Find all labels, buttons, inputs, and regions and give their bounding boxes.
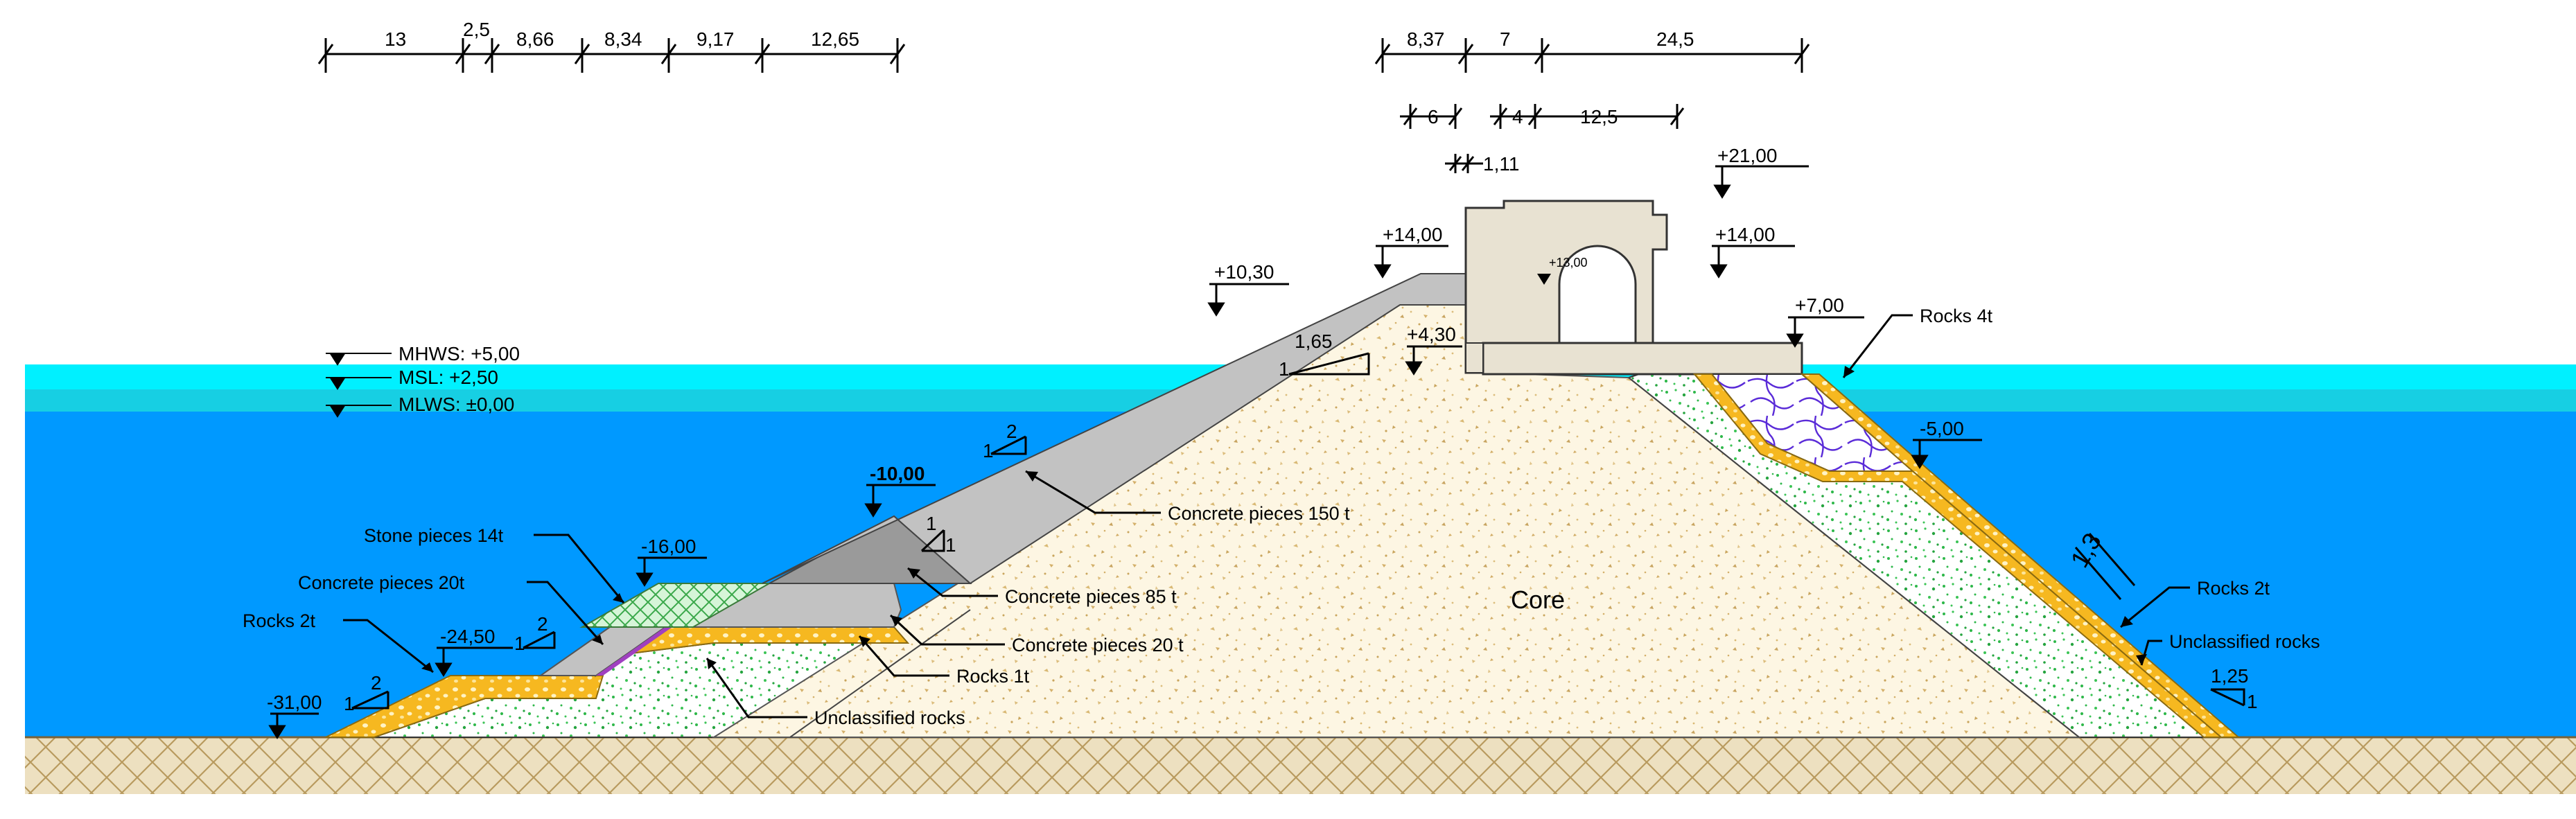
elev-minus-31: -31,00 <box>267 692 322 713</box>
elev-minus-5: -5,00 <box>1920 418 1964 439</box>
level-mlws: MLWS: ±0,00 <box>398 394 514 415</box>
dimension-chain-right <box>1374 38 1810 73</box>
dim-crown-2: 4 <box>1512 106 1523 127</box>
slope-lee-rise: 1 <box>2247 691 2258 712</box>
dim-left-5: 9,17 <box>696 28 735 50</box>
dim-left-3: 8,66 <box>516 28 554 50</box>
elev-plus-14-left: +14,00 <box>1383 224 1442 245</box>
elevation-markers <box>268 165 1982 739</box>
thickness-dimension <box>2074 533 2136 600</box>
dim-crown-small: 1,11 <box>1483 153 1519 175</box>
dim-crown-1: 6 <box>1428 106 1439 127</box>
label-concrete-85: Concrete pieces 85 t <box>1005 586 1177 607</box>
underlayer-line-2 <box>1628 377 2080 738</box>
slope-triangles <box>351 352 2245 710</box>
elev-minus-24-50: -24,50 <box>440 626 495 647</box>
slope-toe-run: 2 <box>371 672 382 694</box>
label-rocks-2t-right: Rocks 2t <box>2197 578 2270 599</box>
leader-arrowheads <box>421 366 2147 672</box>
elev-minus-16: -16,00 <box>641 536 696 557</box>
elevation-13-marker <box>1537 274 1551 285</box>
slope-berm-rise: 1 <box>514 633 525 654</box>
slope-mid-rise: 1 <box>983 440 994 461</box>
dim-left-6: 12,65 <box>811 28 859 50</box>
elev-plus-4-30: +4,30 <box>1407 324 1456 345</box>
dim-right-3: 24,5 <box>1656 28 1694 50</box>
dim-right-1: 8,37 <box>1407 28 1445 50</box>
slope-toe-rise: 1 <box>344 693 355 714</box>
slope-lee-run: 1,25 <box>2211 665 2249 687</box>
label-concrete-20-right: Concrete pieces 20 t <box>1012 635 1184 655</box>
rocks-2t-right-outer <box>1800 373 2241 738</box>
slope-upper-rise: 1 <box>1279 358 1290 380</box>
label-rocks-2t-left: Rocks 2t <box>243 610 316 631</box>
elev-plus-10-30: +10,30 <box>1214 261 1274 283</box>
dimension-chain-left <box>317 38 906 73</box>
dim-left-4: 8,34 <box>604 28 642 50</box>
crown-base <box>1465 342 1484 373</box>
dim-left-2: 2,5 <box>463 19 490 40</box>
water-level-markers <box>326 353 392 418</box>
concrete-20t-purple-strip <box>596 627 672 676</box>
dim-right-2: 7 <box>1500 28 1511 50</box>
underlayer-line-1 <box>789 609 971 738</box>
dim-crown-3: 12,5 <box>1580 106 1618 127</box>
crown-wall-arch <box>1558 245 1637 344</box>
elev-minus-10: -10,00 <box>870 463 925 484</box>
slope-step-rise: 1 <box>945 534 956 556</box>
dimension-chain-crown <box>1400 104 1685 129</box>
label-rocks-4t: Rocks 4t <box>1920 306 1993 326</box>
label-stone-14t: Stone pieces 14t <box>364 525 504 546</box>
elev-plus-21: +21,00 <box>1717 145 1777 166</box>
dimension-crown-small <box>1445 154 1483 173</box>
elev-plus-13: +13,00 <box>1549 256 1588 270</box>
slope-upper-run: 1,65 <box>1295 331 1333 352</box>
crown-wall-slab <box>1482 342 1803 376</box>
level-mhws: MHWS: +5,00 <box>398 343 520 364</box>
label-concrete-150: Concrete pieces 150 t <box>1168 503 1350 524</box>
label-rocks-1t: Rocks 1t <box>956 666 1030 687</box>
slope-step-run: 1 <box>926 513 937 534</box>
slope-mid-run: 2 <box>1006 421 1017 442</box>
leader-lines <box>343 314 2190 719</box>
level-msl: MSL: +2,50 <box>398 367 498 388</box>
seabed <box>25 737 2576 794</box>
label-core: Core <box>1511 585 1565 614</box>
slope-berm-run: 2 <box>537 613 548 635</box>
dim-left-1: 13 <box>385 28 406 50</box>
label-unclassified-left: Unclassified rocks <box>814 707 965 728</box>
rocks-2t-left-toe <box>325 675 604 738</box>
elev-plus-7: +7,00 <box>1795 294 1844 316</box>
label-concrete-20t-left: Concrete pieces 20t <box>298 572 465 593</box>
label-unclassified-right: Unclassified rocks <box>2169 631 2320 652</box>
concrete-150t-armour <box>762 273 1484 585</box>
elev-plus-14-right: +14,00 <box>1715 224 1775 245</box>
